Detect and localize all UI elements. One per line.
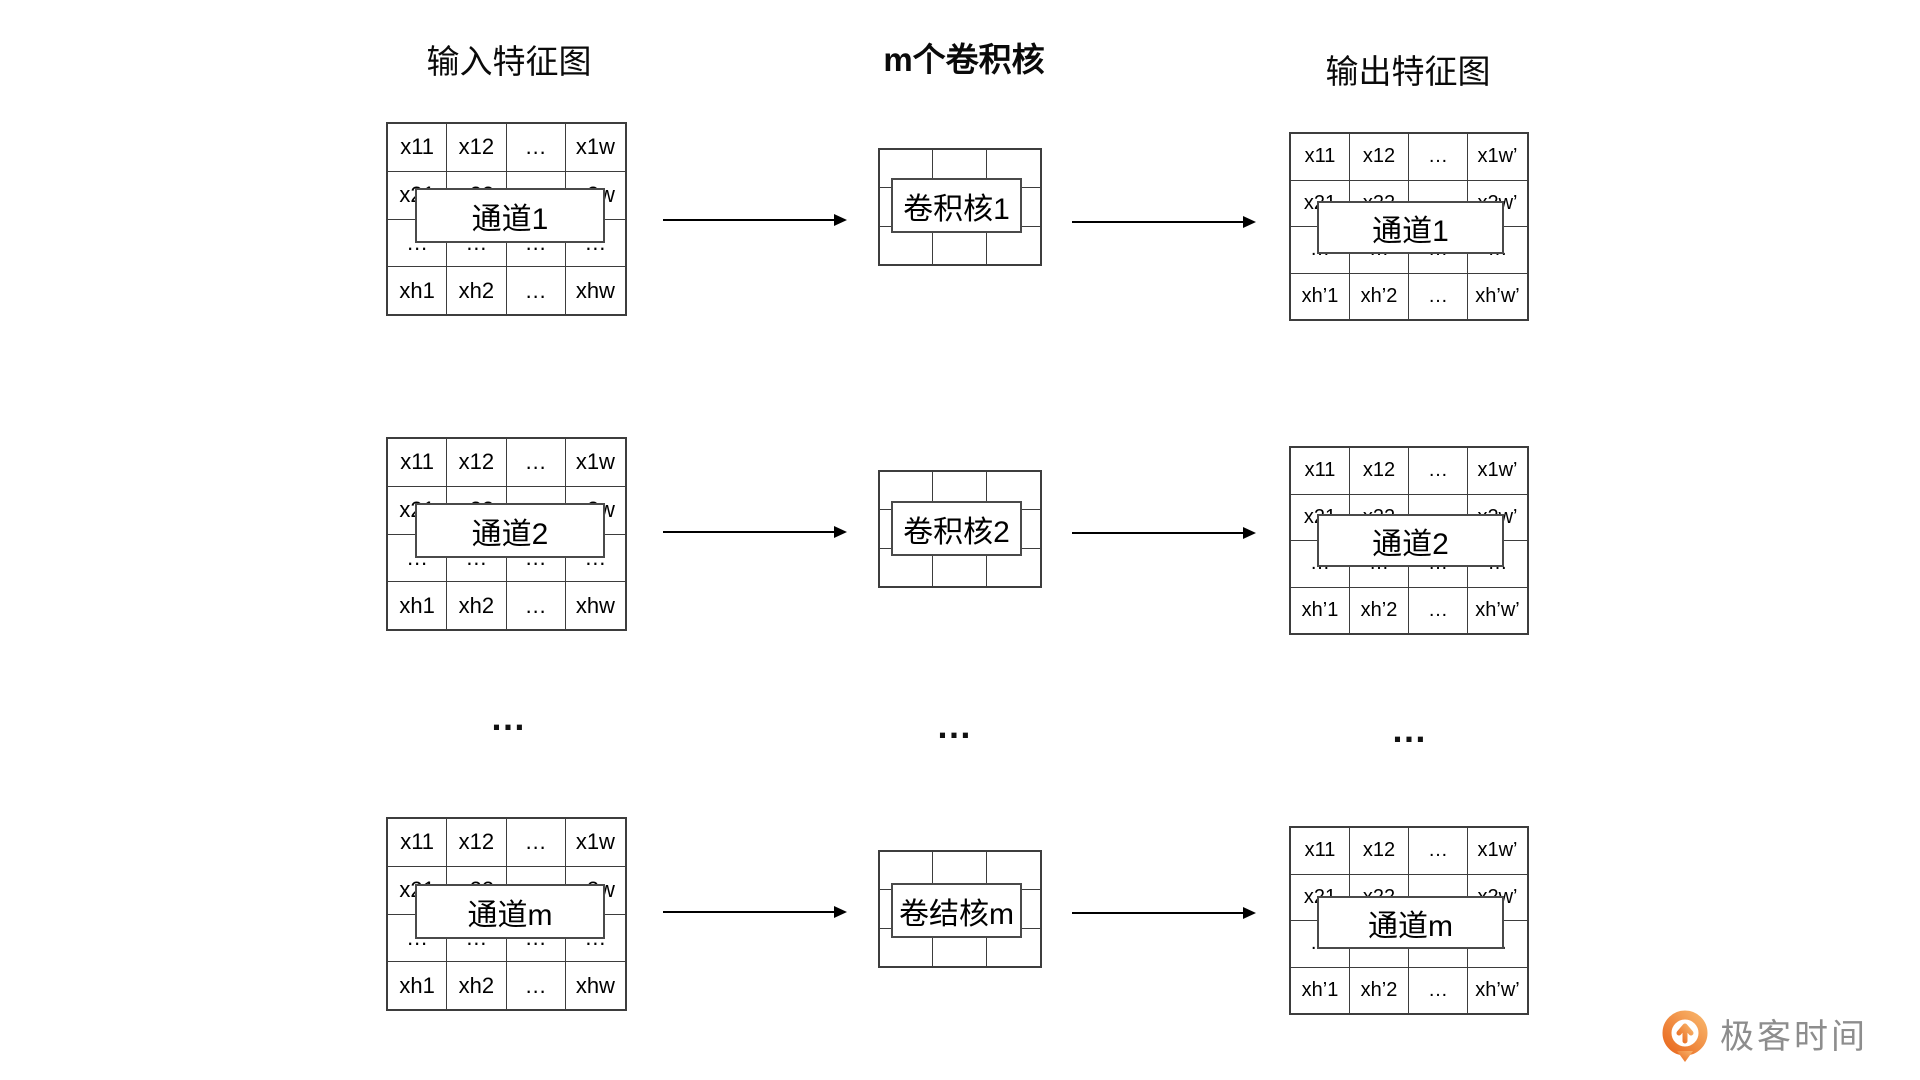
- grid-cell: [880, 548, 934, 586]
- arrow-input-to-kernel-2: [663, 526, 847, 538]
- grid-cell: …: [1409, 587, 1468, 633]
- grid-cell: xh2: [447, 267, 507, 314]
- grid-cell: xh1: [388, 962, 448, 1009]
- grid-cell: x1w: [565, 124, 625, 172]
- grid-cell: [933, 548, 987, 586]
- geektime-logo-text: 极客时间: [1720, 1018, 1868, 1056]
- ellipsis-output-column: …: [1391, 709, 1429, 750]
- grid-cell: [880, 928, 934, 966]
- grid-cell: xhw: [575, 277, 615, 303]
- geektime-logo: 极客时间: [1660, 1010, 1868, 1064]
- grid-cell: x1w’: [1468, 828, 1527, 875]
- arrow-input-to-kernel-1: [663, 214, 847, 226]
- channel-label-input-m: 通道m: [415, 884, 605, 939]
- grid-cell: x1w: [565, 439, 625, 487]
- arrow-kernel-to-output-m: [1072, 907, 1256, 919]
- grid-cell: xh’2: [1350, 273, 1409, 319]
- grid-cell: …: [507, 267, 566, 314]
- arrow-input-to-kernel-m: [663, 906, 847, 918]
- grid-cell: xh’1: [1291, 273, 1350, 319]
- grid-cell: x11: [388, 439, 448, 487]
- grid-cell: x11: [1291, 448, 1350, 495]
- grid-cell: xh1: [388, 582, 448, 629]
- ellipsis-kernel-column: …: [936, 705, 974, 746]
- input-column-title: 输入特征图: [426, 43, 592, 80]
- grid-cell: …: [1409, 273, 1468, 319]
- grid-cell: x11: [1291, 134, 1350, 181]
- channel-label-output-1: 通道1: [1317, 201, 1504, 254]
- grid-cell: xh’w’: [1475, 598, 1520, 621]
- grid-cell: xh’w’: [1475, 284, 1520, 307]
- output-column-title: 输出特征图: [1325, 53, 1491, 90]
- kernels-column-title: m个卷积核: [883, 41, 1045, 78]
- channel-label-input-1: 通道1: [415, 188, 605, 243]
- grid-cell: xh2: [447, 962, 507, 1009]
- channel-label-output-2: 通道2: [1317, 514, 1504, 567]
- channel-label-output-m: 通道m: [1317, 896, 1504, 949]
- grid-cell: [933, 928, 987, 966]
- grid-cell: xhw: [575, 592, 615, 618]
- grid-cell: …: [1409, 828, 1468, 875]
- kernel-label-2: 卷积核2: [891, 501, 1022, 556]
- grid-cell: …: [506, 439, 566, 487]
- grid-cell: xh’w’: [1475, 978, 1520, 1001]
- channel-label-input-2: 通道2: [415, 503, 605, 558]
- grid-cell: …: [1409, 448, 1468, 495]
- grid-cell: xh1: [388, 267, 448, 314]
- grid-cell: xhw: [575, 972, 615, 998]
- grid-cell: xh’1: [1291, 587, 1350, 633]
- grid-cell: x12: [447, 439, 507, 487]
- grid-cell: x12: [1350, 828, 1409, 875]
- kernel-label-m: 卷结核m: [891, 883, 1022, 938]
- grid-cell: x1w: [565, 819, 625, 867]
- grid-cell: x12: [447, 124, 507, 172]
- grid-cell: …: [1409, 134, 1468, 181]
- grid-cell: x12: [1350, 134, 1409, 181]
- grid-cell: …: [506, 819, 566, 867]
- kernel-label-1: 卷积核1: [891, 178, 1022, 233]
- grid-cell: xh2: [447, 582, 507, 629]
- arrow-kernel-to-output-2: [1072, 527, 1256, 539]
- grid-cell: xh’1: [1291, 967, 1350, 1013]
- grid-cell: [933, 226, 987, 264]
- grid-cell: x11: [388, 124, 448, 172]
- grid-cell: x12: [447, 819, 507, 867]
- ellipsis-input-column: …: [490, 697, 528, 738]
- grid-cell: xh’2: [1350, 967, 1409, 1013]
- arrow-kernel-to-output-1: [1072, 216, 1256, 228]
- grid-cell: xh’2: [1350, 587, 1409, 633]
- grid-cell: …: [507, 962, 566, 1009]
- grid-cell: x1w’: [1468, 448, 1527, 495]
- grid-cell: …: [506, 124, 566, 172]
- geektime-logo-icon: [1660, 1010, 1710, 1064]
- grid-cell: …: [507, 582, 566, 629]
- grid-cell: x11: [1291, 828, 1350, 875]
- grid-cell: [880, 226, 934, 264]
- grid-cell: x1w’: [1468, 134, 1527, 181]
- grid-cell: x11: [388, 819, 448, 867]
- grid-cell: x12: [1350, 448, 1409, 495]
- grid-cell: …: [1409, 967, 1468, 1013]
